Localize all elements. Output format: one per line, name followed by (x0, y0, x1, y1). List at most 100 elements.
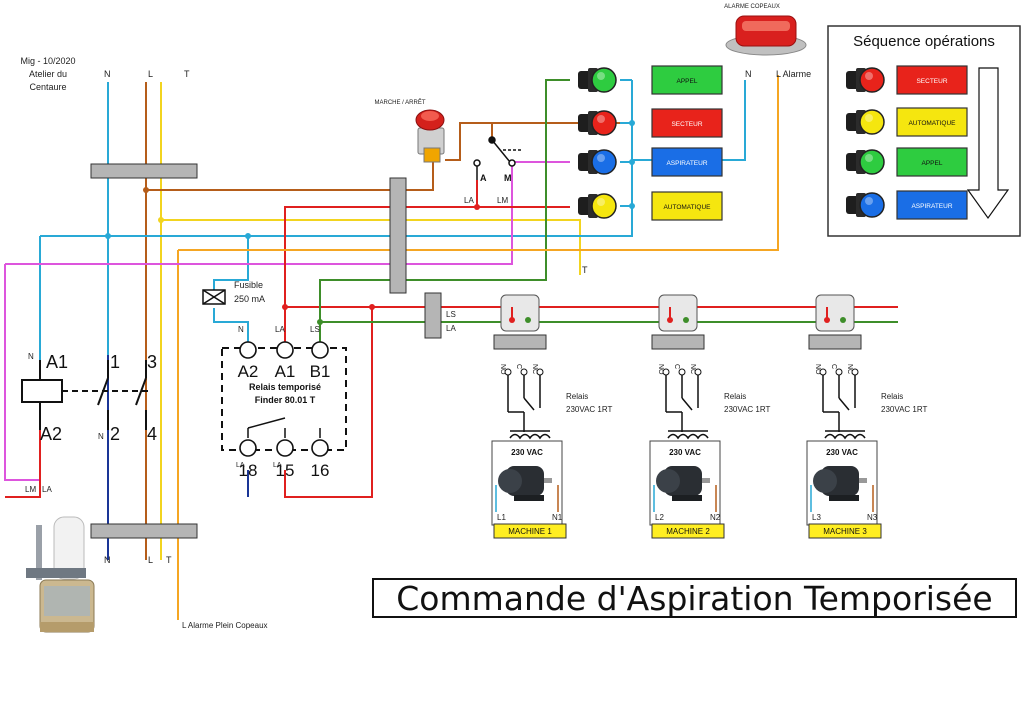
timer-terminal-label: 18 (239, 461, 258, 480)
timer-title: Relais temporisé (249, 382, 321, 392)
selector-m-label: M (504, 173, 512, 183)
switch-lm-label: LM (497, 196, 508, 205)
machine-l-label: L1 (497, 513, 506, 522)
alarm-n-label: N (745, 69, 752, 79)
indicator-label: AUTOMATIQUE (663, 204, 711, 211)
relay-coil (500, 294, 540, 332)
wire-lm (4, 264, 40, 481)
wire-alarm-l (178, 75, 779, 251)
alarm-beacon: ALARME COPEAUX (724, 4, 807, 56)
sequence-step-label: AUTOMATIQUE (908, 120, 956, 127)
indicator-lamp-icon (578, 149, 617, 175)
indicator-label: APPEL (677, 78, 698, 85)
wire-earth-h (161, 219, 581, 275)
sequence-step-label: APPEL (922, 160, 943, 167)
relay-contact-label: C (673, 364, 680, 369)
bus-ls-label: LS (446, 310, 456, 319)
switch-title: MARCHE / ARRÊT (374, 98, 425, 106)
machine-n-label: N2 (710, 513, 721, 522)
marche-arret-switch: MARCHE / ARRÊT (374, 98, 445, 163)
sequence-arrow-icon (966, 67, 1010, 220)
sequence-lamp-icon (846, 192, 885, 218)
relay-spec: 230VAC 1RT (724, 405, 771, 414)
supply-t-label: T (184, 69, 190, 79)
coil-symbol (667, 433, 709, 440)
sequence-step-label: SECTEUR (916, 78, 947, 85)
contactor-pole-3: 3 (147, 352, 157, 372)
sequence-lamp-icon (846, 149, 885, 175)
author-label: Mig - 10/2020 (20, 56, 75, 66)
indicator-label-box (651, 191, 723, 221)
machine-l-label: L2 (655, 513, 664, 522)
alarm-plein-label: L Alarme Plein Copeaux (182, 621, 268, 630)
sequence-step-box (896, 190, 968, 220)
contactor-pole-4: 4 (147, 424, 157, 444)
terminal-bar-top (90, 163, 198, 179)
timer-wire-label: LA (275, 325, 285, 334)
timer-terminal-label: 16 (311, 461, 330, 480)
bottom-n-label: N (104, 555, 111, 565)
motor-voltage: 230 VAC (826, 448, 858, 457)
timer-terminal (276, 341, 294, 359)
timer-terminal (239, 439, 257, 457)
relay-label: Relais (566, 392, 588, 401)
terminal-bar-bus (424, 292, 442, 339)
indicator-label-box (651, 65, 723, 95)
indicator-label-box (651, 147, 723, 177)
timer-wire-label: LA (236, 462, 245, 469)
timer-terminal-label: A1 (275, 362, 296, 381)
indicator-lamp-icon (578, 110, 617, 136)
contactor-a1: A1 (46, 352, 68, 372)
sequence-step-box (896, 147, 968, 177)
earth-t-label: T (582, 265, 588, 275)
motor-voltage: 230 VAC (669, 448, 701, 457)
wire-fuse-in (213, 236, 249, 290)
selector-switch (473, 136, 522, 180)
machine-name: MACHINE 1 (508, 527, 552, 536)
machine-n-label: N1 (552, 513, 563, 522)
machine-label-box (651, 523, 725, 539)
bus-la-label: LA (446, 324, 456, 333)
alarm-l-label: L Alarme (776, 69, 811, 79)
relay-spec: 230VAC 1RT (566, 405, 613, 414)
indicator-lamp-icon (578, 67, 617, 93)
dust-collector-image (26, 516, 95, 633)
workshop-label-2: Centaure (29, 82, 66, 92)
alarm-label: ALARME COPEAUX (724, 4, 780, 10)
timer-model: Finder 80.01 T (255, 395, 316, 405)
indicator-label-box (651, 108, 723, 138)
switch-la-label: LA (464, 196, 474, 205)
selector-a-label: A (480, 173, 487, 183)
contactor-lm-label: LM (25, 485, 36, 494)
relay-contact-label: C (830, 364, 837, 369)
contactor-la-label: LA (42, 485, 52, 494)
motor-voltage: 230 VAC (511, 448, 543, 457)
machine-label-box (493, 523, 567, 539)
sequence-step-box (896, 107, 968, 137)
sequence-step-label: ASPIRATEUR (911, 203, 952, 210)
sequence-step-box (896, 65, 968, 95)
timer-terminal (311, 439, 329, 457)
timer-wire-label: LA (273, 462, 282, 469)
contactor-n2-label: N (98, 432, 104, 441)
indicator-label: SECTEUR (671, 121, 702, 128)
page-title: Commande d'Aspiration Temporisée (372, 578, 1017, 618)
supply-n-label: N (104, 69, 111, 79)
relay-coil (658, 294, 698, 332)
relay-contact-label: NO (499, 364, 506, 375)
contactor-pole-1: 1 (110, 352, 120, 372)
machine-name: MACHINE 3 (823, 527, 867, 536)
fuse-label: Fusible (234, 280, 263, 290)
relay-coil (815, 294, 855, 332)
wire-phase-sw (405, 160, 434, 191)
junctions (105, 120, 635, 325)
timer-wire-label: LS (310, 325, 320, 334)
sequence-lamp-icon (846, 67, 885, 93)
relay-contact-label: NC (689, 364, 696, 374)
relay-terminal-bar (651, 334, 705, 350)
relay-terminal-bar (493, 334, 547, 350)
coil-symbol (824, 433, 866, 440)
